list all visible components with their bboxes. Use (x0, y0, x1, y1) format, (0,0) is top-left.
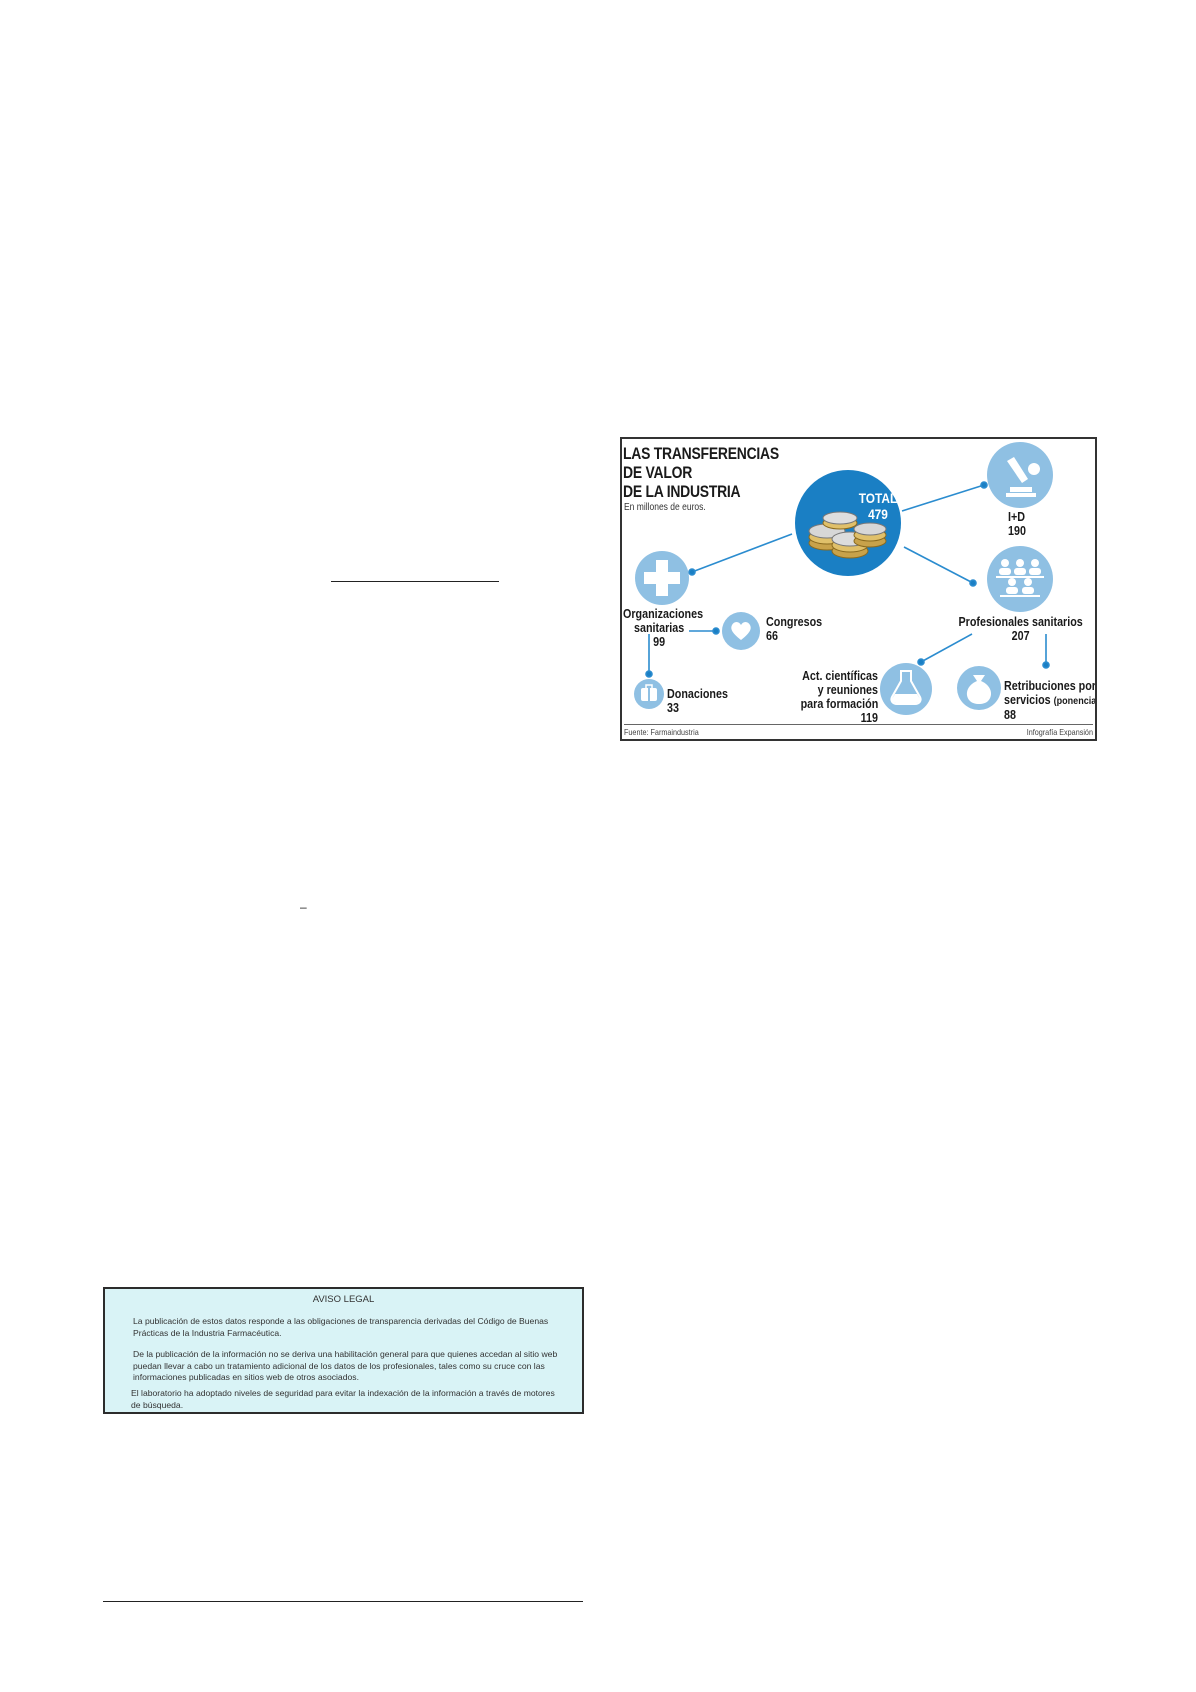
node-name: Congresos (766, 615, 823, 629)
node-name: y reuniones (817, 683, 878, 697)
money-bag-icon (957, 666, 1001, 710)
flask-icon (880, 663, 932, 715)
connector-dot (980, 481, 988, 489)
legal-paragraph: El laboratorio ha adoptado niveles de se… (131, 1388, 555, 1410)
node-id-label: I+D 190 (1008, 510, 1026, 538)
source-prefix: Fuente: (624, 727, 649, 737)
node-name-line2: servicios (ponencias) (1004, 693, 1097, 708)
source-line: Fuente: Farmaindustria (624, 727, 699, 737)
node-retribuciones-label: Retribuciones por servicios (ponencias) … (1004, 679, 1097, 722)
node-value: 207 (1011, 629, 1030, 643)
total-label: TOTAL 479 (848, 490, 908, 522)
infographic-subtitle: En millones de euros. (624, 502, 706, 513)
connector-organizaciones (691, 533, 793, 573)
connector-dot (688, 568, 696, 576)
infographic-graphics (634, 442, 1053, 715)
heart-icon (722, 612, 760, 650)
people-icon (987, 546, 1053, 612)
connector-dot (1042, 661, 1050, 669)
connector-lines (645, 481, 1050, 678)
node-name: servicios (1004, 693, 1051, 707)
microscope-icon (987, 442, 1053, 508)
gift-icon (634, 679, 664, 709)
footnote-separator (103, 1601, 583, 1602)
coins-icon (808, 511, 887, 559)
node-name: Organizaciones (623, 607, 704, 621)
node-value: 190 (1008, 524, 1026, 538)
connector-id (901, 484, 985, 512)
title-line: LAS TRANSFERENCIAS (623, 444, 779, 463)
infographic-title: LAS TRANSFERENCIAS DE VALOR DE LA INDUST… (623, 444, 779, 501)
medical-cross-icon (635, 551, 689, 605)
node-name: I+D (1008, 510, 1026, 524)
title-line: DE VALOR (623, 463, 693, 482)
node-name: para formación (800, 697, 879, 711)
connector-act-cientificas (920, 633, 973, 663)
credit-line: Infografía Expansión (1026, 727, 1093, 737)
legal-paragraph: De la publicación de la información no s… (133, 1349, 558, 1382)
legal-heading: AVISO LEGAL (312, 1294, 375, 1305)
node-name: Donaciones (667, 687, 728, 701)
node-name: Profesionales sanitarios (958, 615, 1083, 629)
underline-rule (331, 581, 499, 582)
node-name: sanitarias (634, 621, 685, 635)
transfers-infographic: LAS TRANSFERENCIAS DE VALOR DE LA INDUST… (620, 437, 1097, 741)
title-line: DE LA INDUSTRIA (623, 482, 741, 501)
dash-mark: – (300, 900, 307, 914)
source-name: Farmaindustria (650, 727, 699, 737)
connector-dot (917, 658, 925, 666)
node-note: (ponencias) (1053, 695, 1097, 707)
node-value: 119 (860, 711, 878, 725)
footer-divider (624, 724, 1093, 725)
connector-dot (645, 670, 653, 678)
node-congresos-label: Congresos 66 (766, 615, 822, 643)
node-act-cientificas-label: Act. científicas y reuniones para formac… (800, 669, 879, 725)
node-value: 66 (766, 629, 778, 643)
total-title: TOTAL (858, 490, 898, 506)
connector-dot (969, 579, 977, 587)
node-value: 99 (653, 635, 666, 649)
node-value: 88 (1004, 708, 1016, 722)
legal-notice-box: AVISO LEGAL La publicación de estos dato… (103, 1287, 584, 1414)
node-donaciones-label: Donaciones 33 (667, 687, 728, 715)
connector-dot (712, 627, 720, 635)
node-name: Act. científicas (802, 669, 878, 683)
node-value: 33 (667, 701, 679, 715)
node-organizaciones-label: Organizaciones sanitarias 99 (623, 607, 704, 649)
node-name: Retribuciones por (1004, 679, 1096, 693)
connector-profesionales (903, 546, 974, 584)
total-value: 479 (868, 506, 888, 522)
node-profesionales-label: Profesionales sanitarios 207 (957, 615, 1084, 643)
legal-paragraph: La publicación de estos datos responde a… (133, 1316, 549, 1338)
